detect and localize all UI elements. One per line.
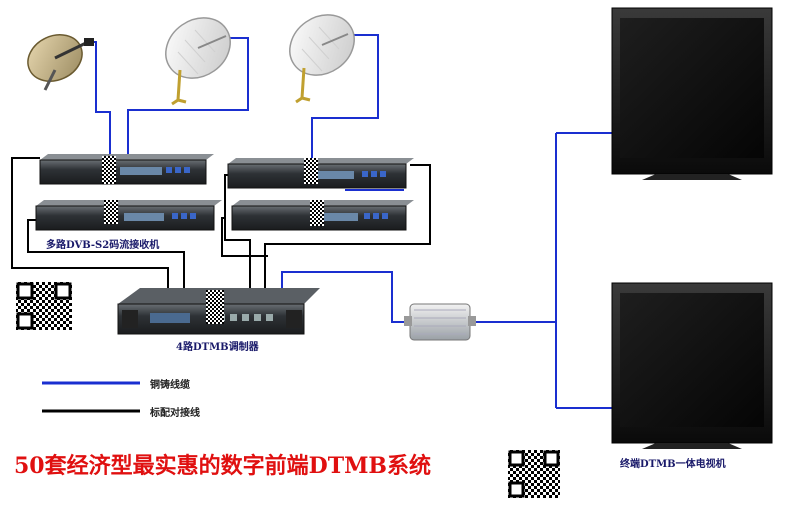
satellite-dish-2 <box>165 17 231 106</box>
modulator-label: 4路DTMB调制器 <box>176 342 259 353</box>
qr-badge <box>310 200 324 226</box>
black-cables <box>11 157 431 290</box>
qr-badge <box>206 290 224 324</box>
qr-badge <box>102 156 116 184</box>
blue-cables <box>90 34 612 409</box>
receiver-unit-1 <box>39 154 214 185</box>
legend-black-label: 标配对接线 <box>150 408 200 419</box>
receiver-unit-2 <box>35 200 222 231</box>
qr-badge <box>304 158 318 184</box>
legend-blue-label: 铜铸线缆 <box>150 380 190 391</box>
receiver-label: 多路DVB-S2码流接收机 <box>46 240 160 251</box>
satellite-dish-3 <box>289 14 355 104</box>
qr-badge <box>104 200 118 224</box>
tv-label: 终端DTMB一体电视机 <box>620 459 726 470</box>
satellite-dish-1 <box>27 34 94 91</box>
receiver-unit-3 <box>227 158 414 189</box>
tv-top <box>611 7 773 180</box>
tv-bottom <box>611 282 773 449</box>
qr-code-left <box>16 282 72 330</box>
page-title: 50套经济型最实惠的数字前端DTMB系统 <box>14 453 432 479</box>
qr-code-bottom <box>508 450 560 498</box>
amplifier <box>404 303 476 341</box>
